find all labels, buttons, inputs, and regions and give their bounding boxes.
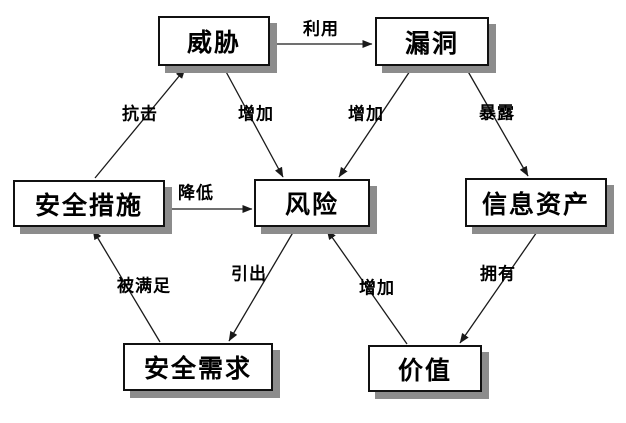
node-safeguard: 安全措施	[13, 180, 165, 227]
node-value-label: 价值	[397, 355, 452, 385]
edge-label-increase-value: 增加	[359, 278, 395, 299]
node-safeguard-label: 安全措施	[34, 190, 143, 220]
node-threat: 威胁	[158, 16, 270, 66]
edge-label-exploit: 利用	[303, 19, 339, 40]
edge-label-increase-threat: 增加	[238, 104, 274, 125]
node-info-asset-label: 信息资产	[481, 189, 590, 219]
edge-line-vulnerability-risk	[338, 67, 413, 178]
edge-line-vulnerability-infoasset	[465, 67, 529, 177]
edge-label-reduce: 降低	[178, 183, 214, 204]
node-risk: 风险	[254, 179, 370, 227]
node-value: 价值	[368, 345, 482, 392]
node-info-asset: 信息资产	[465, 178, 607, 227]
edge-line-safeguard-threat	[94, 68, 186, 179]
edge-line-value-risk	[326, 229, 408, 345]
edge-label-expose: 暴露	[479, 103, 515, 124]
edge-line-secreq-safeguard	[92, 229, 161, 343]
edge-line-threat-risk	[223, 67, 284, 178]
edge-label-satisfied: 被满足	[117, 276, 171, 297]
node-threat-label: 威胁	[186, 28, 241, 57]
node-security-requirement-label: 安全需求	[143, 354, 252, 383]
edge-line-risk-secreq	[228, 228, 296, 342]
node-security-requirement: 安全需求	[123, 343, 273, 391]
edge-label-increase-vulnerability: 增加	[348, 104, 384, 125]
node-vulnerability: 漏洞	[375, 17, 489, 66]
node-vulnerability-label: 漏洞	[404, 28, 459, 58]
edge-label-own: 拥有	[480, 264, 516, 285]
edge-label-resist: 抗击	[122, 104, 158, 125]
edge-label-lead-to: 引出	[231, 264, 267, 285]
node-risk-label: 风险	[284, 190, 339, 219]
edge-line-infoasset-value	[459, 228, 540, 344]
